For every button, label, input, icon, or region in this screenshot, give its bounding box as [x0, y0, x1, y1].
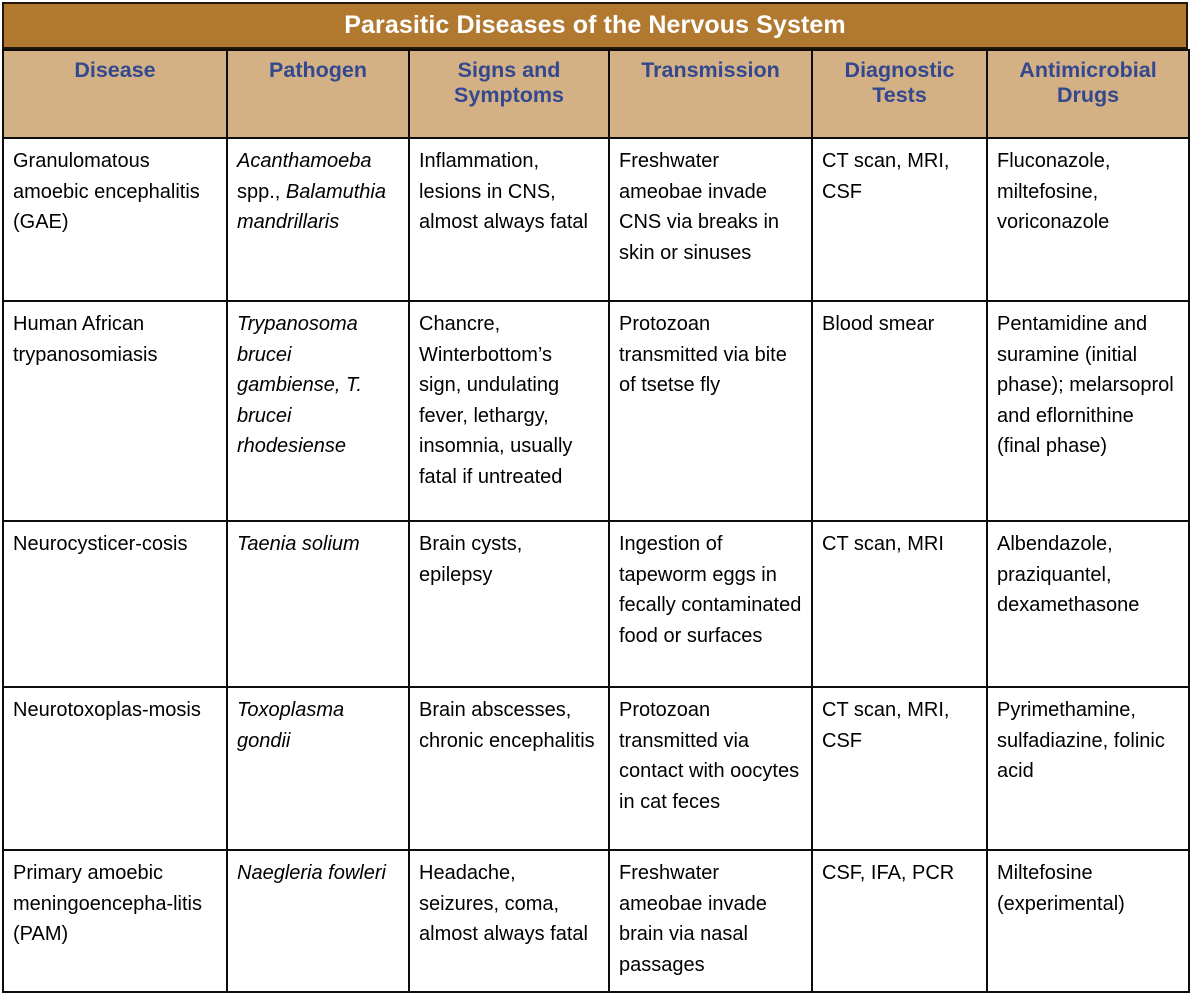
- cell-antimicrobial-drugs: Pentamidine and suramine (initial phase)…: [986, 300, 1190, 522]
- cell-diagnostic-tests: CT scan, MRI: [811, 520, 988, 688]
- cell-disease: Primary amoebic meningoencepha-litis (PA…: [2, 849, 228, 993]
- header-row: Disease Pathogen Signs and Symptoms Tran…: [2, 49, 1190, 139]
- pathogen-species-name-secondary: Balamuthia mandrillaris: [237, 180, 386, 234]
- cell-signs-and-symptoms: Inflammation, lesions in CNS, almost alw…: [408, 137, 610, 302]
- cell-pathogen: Trypanosoma brucei gambiense, T. brucei …: [226, 300, 410, 522]
- cell-pathogen: Acanthamoeba spp., Balamuthia mandrillar…: [226, 137, 410, 302]
- cell-pathogen: Toxoplasma gondii: [226, 686, 410, 851]
- table-row: Primary amoebic meningoencepha-litis (PA…: [2, 849, 1190, 993]
- cell-antimicrobial-drugs: Miltefosine (experimental): [986, 849, 1190, 993]
- cell-antimicrobial-drugs: Albendazole, praziquantel, dexamethasone: [986, 520, 1190, 688]
- column-header-antimicrobial-drugs: Antimicrobial Drugs: [986, 49, 1190, 139]
- cell-diagnostic-tests: CSF, IFA, PCR: [811, 849, 988, 993]
- pathogen-species-name: Taenia solium: [237, 533, 360, 555]
- cell-pathogen: Taenia solium: [226, 520, 410, 688]
- table-row: Human African trypanosomiasis Trypanosom…: [2, 300, 1190, 522]
- cell-diagnostic-tests: Blood smear: [811, 300, 988, 522]
- cell-pathogen: Naegleria fowleri: [226, 849, 410, 993]
- table-row: Neurotoxoplas-mosis Toxoplasma gondii Br…: [2, 686, 1190, 851]
- column-header-transmission: Transmission: [608, 49, 813, 139]
- pathogen-species-name: Toxoplasma gondii: [237, 699, 345, 752]
- cell-transmission: Freshwater ameobae invade CNS via breaks…: [608, 137, 813, 302]
- cell-signs-and-symptoms: Brain cysts, epilepsy: [408, 520, 610, 688]
- cell-signs-and-symptoms: Chancre, Winterbottom’s sign, undulating…: [408, 300, 610, 522]
- cell-antimicrobial-drugs: Pyrimethamine, sulfadiazine, folinic aci…: [986, 686, 1190, 851]
- table-body: Granulomatous amoebic encephalitis (GAE)…: [2, 137, 1190, 993]
- cell-signs-and-symptoms: Brain abscesses, chronic encephalitis: [408, 686, 610, 851]
- column-header-pathogen: Pathogen: [226, 49, 410, 139]
- cell-disease: Neurocysticer-cosis: [2, 520, 228, 688]
- cell-signs-and-symptoms: Headache, seizures, coma, almost always …: [408, 849, 610, 993]
- column-header-signs-and-symptoms: Signs and Symptoms: [408, 49, 610, 139]
- parasitic-diseases-table: Disease Pathogen Signs and Symptoms Tran…: [2, 49, 1190, 993]
- pathogen-species-name: Trypanosoma brucei gambiense,: [237, 313, 358, 397]
- pathogen-species-name: Acanthamoeba: [237, 150, 372, 172]
- column-header-diagnostic-tests: Diagnostic Tests: [811, 49, 988, 139]
- table-title: Parasitic Diseases of the Nervous System: [344, 11, 846, 39]
- cell-transmission: Ingestion of tapeworm eggs in fecally co…: [608, 520, 813, 688]
- cell-disease: Granulomatous amoebic encephalitis (GAE): [2, 137, 228, 302]
- table-row: Neurocysticer-cosis Taenia solium Brain …: [2, 520, 1190, 688]
- cell-disease: Neurotoxoplas-mosis: [2, 686, 228, 851]
- pathogen-species-name-secondary: T. brucei rhodesiense: [237, 374, 362, 458]
- table-header: Disease Pathogen Signs and Symptoms Tran…: [2, 49, 1190, 139]
- table-row: Granulomatous amoebic encephalitis (GAE)…: [2, 137, 1190, 302]
- column-header-disease: Disease: [2, 49, 228, 139]
- cell-diagnostic-tests: CT scan, MRI, CSF: [811, 686, 988, 851]
- cell-transmission: Protozoan transmitted via bite of tsetse…: [608, 300, 813, 522]
- pathogen-species-name: Naegleria fowleri: [237, 862, 386, 884]
- table-title-bar: Parasitic Diseases of the Nervous System: [2, 2, 1188, 49]
- pathogen-qualifier: spp.,: [237, 180, 281, 203]
- cell-antimicrobial-drugs: Fluconazole, miltefosine, voriconazole: [986, 137, 1190, 302]
- cell-transmission: Protozoan transmitted via contact with o…: [608, 686, 813, 851]
- cell-disease: Human African trypanosomiasis: [2, 300, 228, 522]
- cell-transmission: Freshwater ameobae invade brain via nasa…: [608, 849, 813, 993]
- cell-diagnostic-tests: CT scan, MRI, CSF: [811, 137, 988, 302]
